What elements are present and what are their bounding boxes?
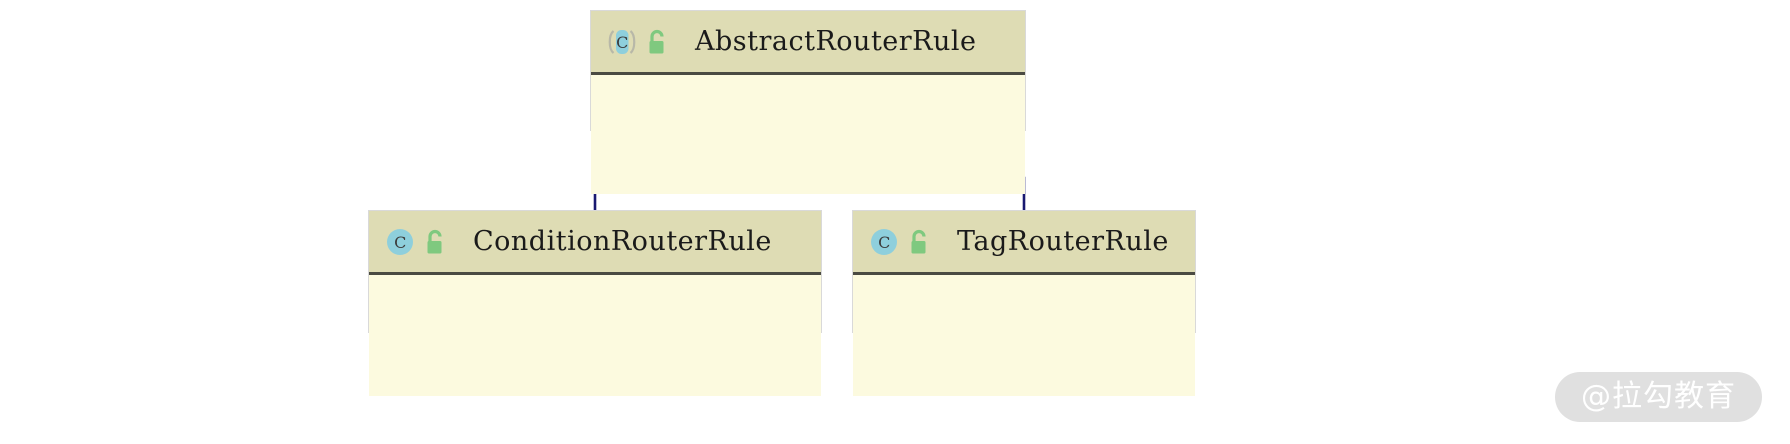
svg-text:C: C bbox=[878, 233, 890, 252]
class-header: C AbstractRouterRule bbox=[591, 11, 1025, 75]
class-members-compartment bbox=[369, 275, 821, 396]
class-icon: C bbox=[383, 225, 417, 259]
watermark-text: @拉勾教育 bbox=[1581, 379, 1736, 414]
class-box-condition-router-rule[interactable]: C ConditionRouterRule bbox=[368, 210, 822, 396]
class-header: C TagRouterRule bbox=[853, 211, 1195, 275]
abstract-class-icon: C bbox=[605, 25, 639, 59]
unlocked-padlock-icon bbox=[643, 27, 669, 57]
svg-text:C: C bbox=[616, 33, 628, 52]
unlocked-padlock-icon bbox=[905, 227, 931, 257]
svg-text:C: C bbox=[394, 233, 406, 252]
watermark-badge: @拉勾教育 bbox=[1555, 372, 1762, 422]
class-box-tag-router-rule[interactable]: C TagRouterRule bbox=[852, 210, 1196, 396]
class-icon: C bbox=[867, 225, 901, 259]
class-box-abstract-router-rule[interactable]: C AbstractRouterRule bbox=[590, 10, 1026, 194]
class-members-compartment bbox=[853, 275, 1195, 396]
class-name-label: ConditionRouterRule bbox=[473, 226, 772, 257]
class-name-label: TagRouterRule bbox=[957, 226, 1169, 257]
class-header: C ConditionRouterRule bbox=[369, 211, 821, 275]
unlocked-padlock-icon bbox=[421, 227, 447, 257]
class-name-label: AbstractRouterRule bbox=[695, 26, 977, 57]
class-members-compartment bbox=[591, 75, 1025, 194]
